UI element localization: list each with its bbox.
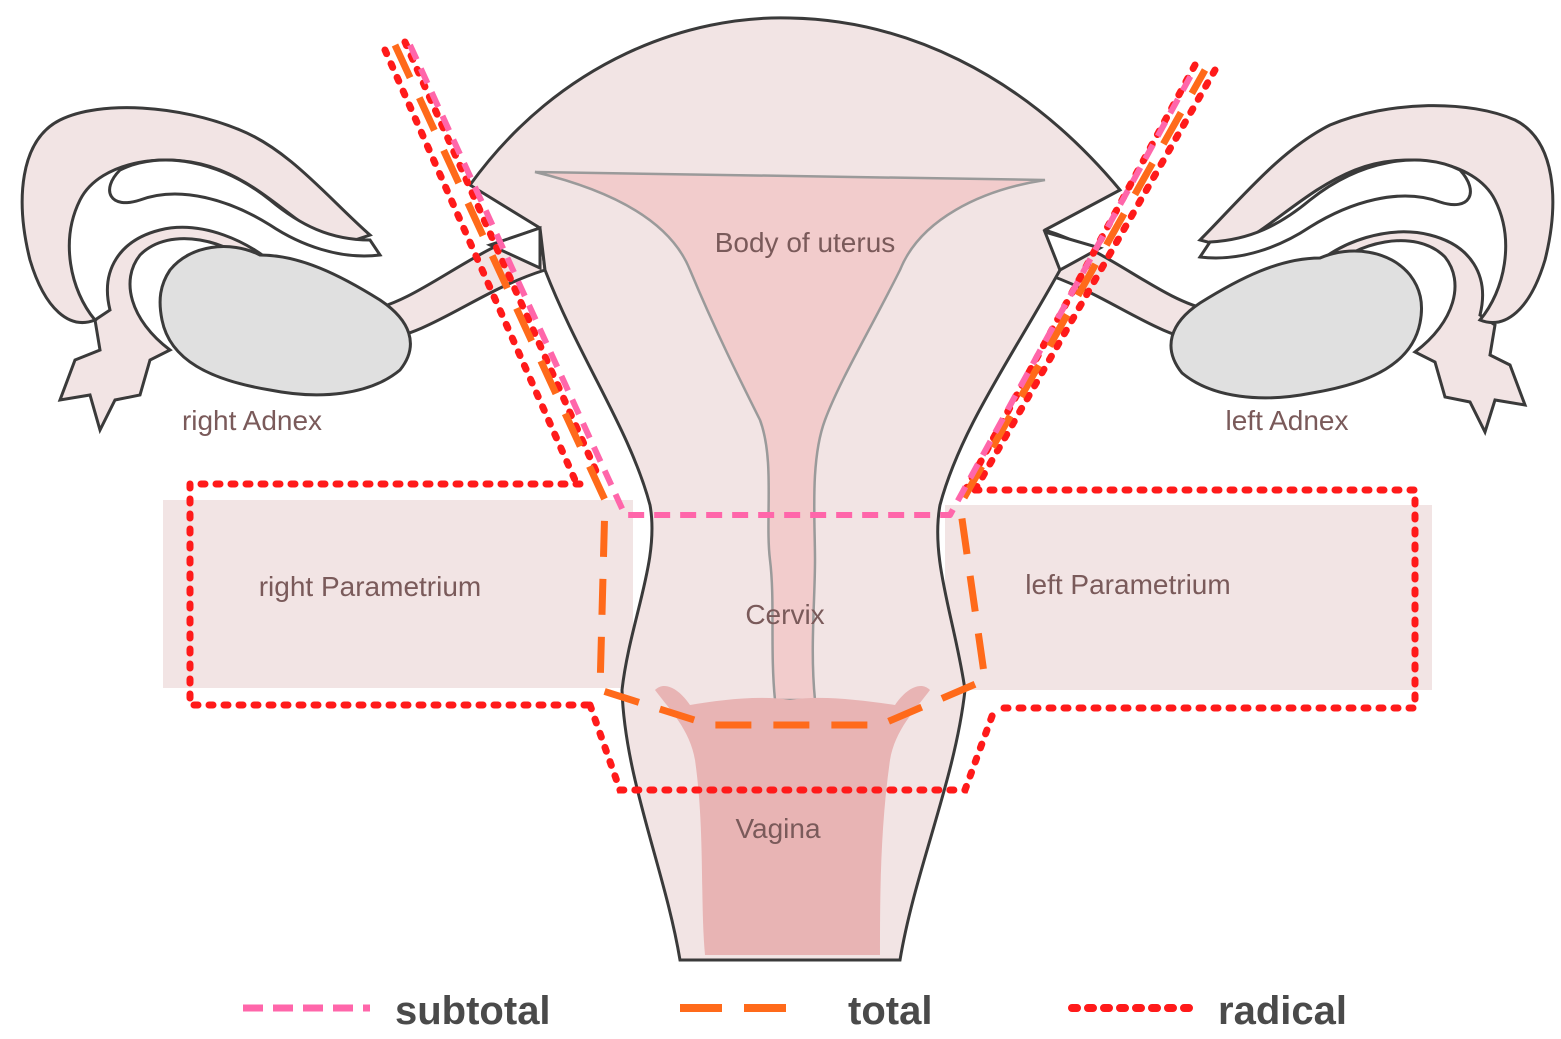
label-cervix: Cervix — [745, 599, 824, 630]
legend-radical-label: radical — [1218, 989, 1347, 1033]
legend-subtotal-label: subtotal — [395, 989, 551, 1033]
right-ovary — [160, 247, 410, 395]
label-vagina: Vagina — [735, 813, 821, 844]
left-ovary — [1171, 251, 1422, 398]
label-right-adnex: right Adnex — [182, 405, 322, 436]
label-right-parametrium: right Parametrium — [259, 571, 482, 602]
label-body-of-uterus: Body of uterus — [715, 227, 896, 258]
legend-total-label: total — [848, 989, 932, 1033]
label-left-adnex: left Adnex — [1226, 405, 1349, 436]
label-left-parametrium: left Parametrium — [1025, 569, 1230, 600]
legend: subtotal total radical — [243, 989, 1347, 1033]
